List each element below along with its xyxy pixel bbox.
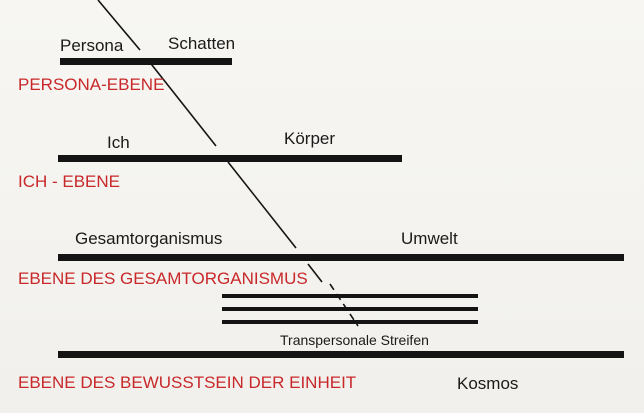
transpersonal-stripe-2 <box>222 307 478 311</box>
gesamtorganismus-label: Gesamtorganismus <box>75 229 223 248</box>
diagonal-seg-3 <box>227 161 297 249</box>
diagonal-seg-dashed <box>329 283 359 327</box>
persona-ebene-label: PERSONA-EBENE <box>18 75 165 94</box>
umwelt-label: Umwelt <box>401 229 458 248</box>
diagonal-seg-4 <box>307 263 323 283</box>
ich-bar <box>58 155 402 162</box>
gesamtorganismus-bar <box>58 254 624 261</box>
transpersonale-streifen-label: Transpersonale Streifen <box>280 332 429 348</box>
schatten-label: Schatten <box>168 34 236 53</box>
kosmos-label: Kosmos <box>457 374 519 393</box>
diagonal-seg-2 <box>147 59 217 147</box>
diagonal-divider <box>97 0 323 283</box>
koerper-label: Körper <box>284 129 336 148</box>
ich-ebene-label: ICH - EBENE <box>18 172 121 191</box>
transpersonal-stripe-3 <box>222 320 478 324</box>
ebene-einheit-label: EBENE DES BEWUSSTSEIN DER EINHEIT <box>18 373 357 392</box>
ich-label: Ich <box>107 133 130 152</box>
diagonal-seg-1 <box>97 0 141 51</box>
transpersonal-stripe-1 <box>222 294 478 298</box>
ebene-gesamtorganismus-label: EBENE DES GESAMTORGANISMUS <box>18 269 308 288</box>
persona-label: Persona <box>60 36 124 55</box>
persona-bar <box>60 58 232 65</box>
einheit-bar <box>58 351 624 358</box>
